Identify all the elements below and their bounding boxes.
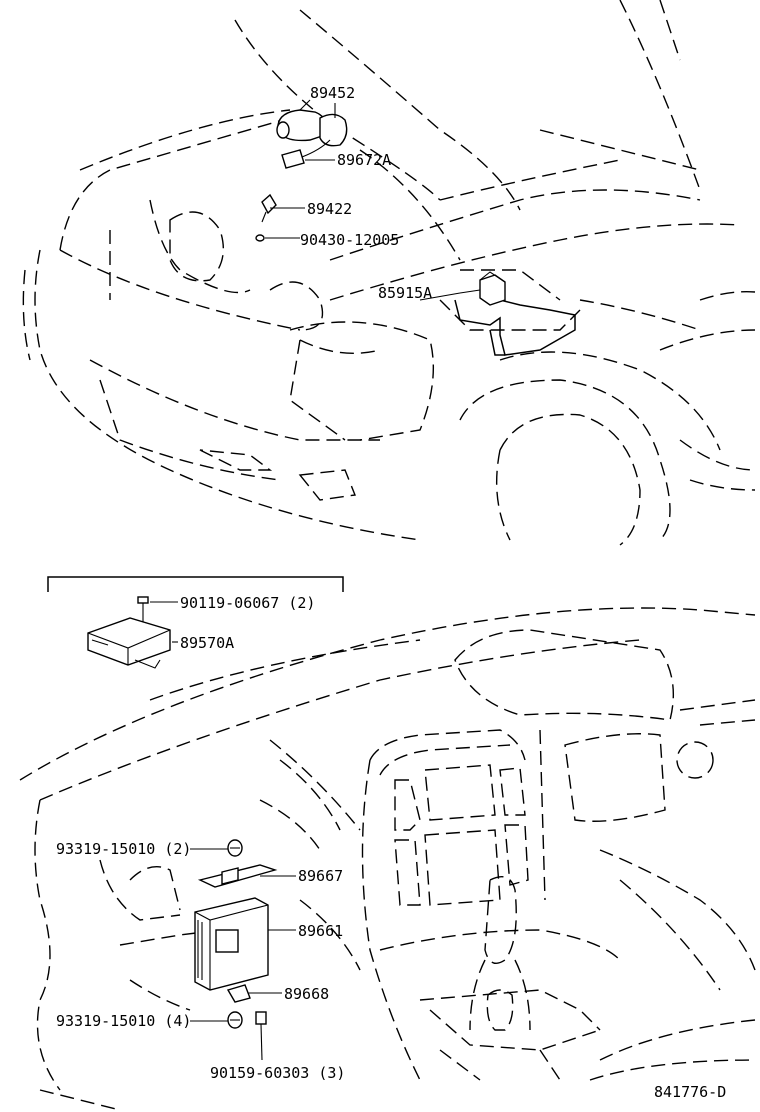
connector-89672a [281,139,331,169]
upper-leader-lines [265,103,481,301]
label-90119-06067: 90119-06067 (2) [180,594,315,612]
label-93319-15010-top: 93319-15010 (2) [56,840,191,858]
label-90430-12005: 90430-12005 [300,231,399,249]
nut-93319-bottom [227,1011,243,1029]
relay-bracket [454,299,576,356]
bracket-89667 [197,864,278,888]
nut-93319-top [227,839,243,857]
dashboard-outline [19,607,756,1111]
screw-90119 [137,596,149,622]
lower-leader-lines [190,848,296,1022]
module-89570a [87,617,171,669]
bolt-90159 [255,1011,267,1061]
label-89668: 89668 [284,985,329,1003]
inset-frame [47,576,344,592]
label-93319-15010-bottom: 93319-15010 (4) [56,1012,191,1030]
washer-90430 [255,234,265,242]
label-89452: 89452 [310,84,355,102]
label-85915a: 85915A [378,284,432,302]
ecu-89661 [194,897,269,991]
label-89661: 89661 [298,922,343,940]
bracket-89668 [226,984,251,1003]
label-89667: 89667 [298,867,343,885]
label-89570a: 89570A [180,634,234,652]
label-89422: 89422 [307,200,352,218]
relay-85915a [479,271,506,306]
label-90159-60303: 90159-60303 (3) [210,1064,345,1082]
diagram-code: 841776-D [654,1083,726,1101]
sensor-89452 [276,99,348,147]
label-89672a: 89672A [337,151,391,169]
vehicle-front-outline [22,0,756,546]
